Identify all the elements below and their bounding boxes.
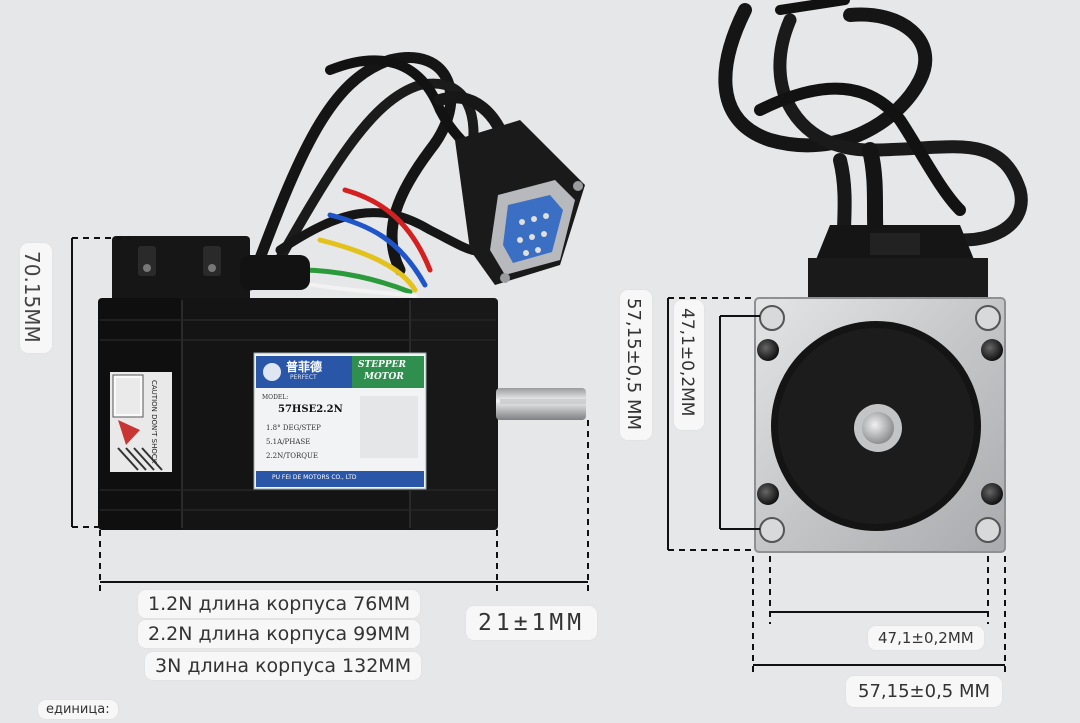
face-inner-horizontal-label: 47,1±0,2MM <box>868 626 984 650</box>
face-outer-vertical-label: 57,15±0,5 MM <box>620 290 652 440</box>
motor-face-plate <box>754 297 1006 553</box>
label-model-prefix: MODEL: <box>262 394 289 401</box>
label-model: 57HSE2.2N <box>278 404 343 415</box>
label-type-line2: MOTOR <box>364 372 404 382</box>
motor-shaft <box>496 388 586 420</box>
caution-text: CAUTION DON'T SHOCK <box>150 380 158 464</box>
label-spec-2: 5.1A/PHASE <box>266 438 311 446</box>
label-brand-en: PERFECT <box>290 374 317 381</box>
body-length-label-3: 3N длина корпуса 132MM <box>145 652 422 680</box>
motor-cables <box>244 52 525 298</box>
body-length-label-2: 2.2N длина корпуса 99MM <box>138 620 421 648</box>
body-length-label-1: 1.2N длина корпуса 76MM <box>138 590 421 618</box>
face-inner-vertical-label: 47,1±0,2MM <box>674 300 704 430</box>
dimension-lines <box>71 237 1006 676</box>
shaft-length-label: 21±1MM <box>466 606 598 640</box>
label-maker: PU FEI DE MOTORS CO., LTD <box>272 474 357 481</box>
motor-cable-gland <box>112 236 310 302</box>
db9-connector <box>455 120 585 285</box>
motor-product-label <box>253 352 427 490</box>
face-outer-horizontal-label: 57,15±0,5 MM <box>846 676 1003 707</box>
unit-label: единица: <box>38 700 118 719</box>
front-view-gland <box>808 225 988 304</box>
label-spec-1: 1.8° DEG/STEP <box>266 424 321 432</box>
height-dimension-label: 70.15MM <box>20 243 52 353</box>
label-spec-3: 2.2N/TORQUE <box>266 452 319 460</box>
label-type-line1: STEPPER <box>358 360 406 370</box>
label-brand: 普菲德 <box>286 360 323 374</box>
